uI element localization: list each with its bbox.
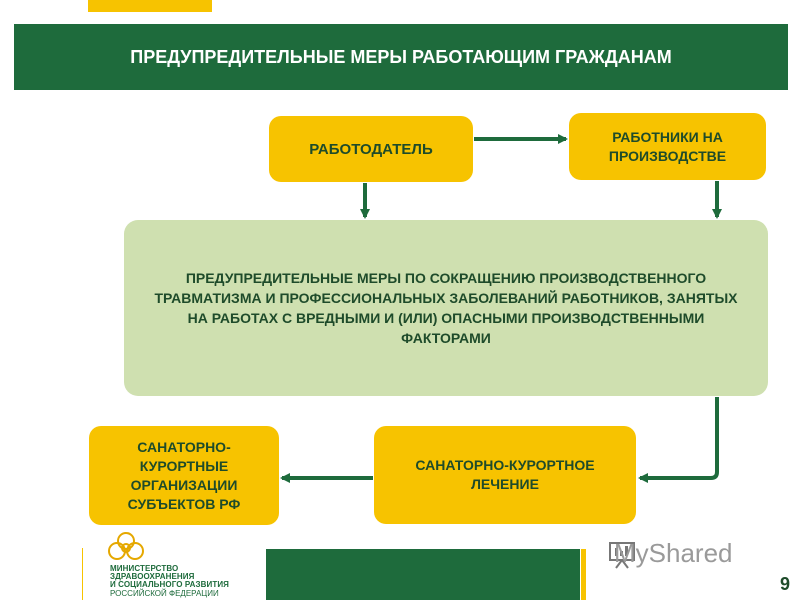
ministry-subtitle: РОССИЙСКОЙ ФЕДЕРАЦИИ (110, 589, 219, 598)
footer-divider (82, 548, 83, 600)
node-workers: РАБОТНИКИ НА ПРОИЗВОДСТВЕ (569, 113, 766, 180)
page-title: ПРЕДУПРЕДИТЕЛЬНЫЕ МЕРЫ РАБОТАЮЩИМ ГРАЖДА… (14, 24, 788, 90)
ministry-logo-icon (108, 532, 144, 560)
footer-green-block (266, 549, 580, 600)
presentation-board-icon (609, 542, 635, 569)
top-accent-bar (88, 0, 212, 12)
node-spa-treatment: САНАТОРНО-КУРОРТНОЕ ЛЕЧЕНИЕ (374, 426, 636, 524)
watermark-text: MyShared (614, 538, 733, 568)
node-preventive-measures: ПРЕДУПРЕДИТЕЛЬНЫЕ МЕРЫ ПО СОКРАЩЕНИЮ ПРО… (124, 220, 768, 396)
node-spa-organizations: САНАТОРНО-КУРОРТНЫЕ ОРГАНИЗАЦИИ СУБЪЕКТО… (89, 426, 279, 525)
footer-yellow-stripe (581, 549, 586, 600)
page-number: 9 (780, 574, 791, 594)
ministry-name: МИНИСТЕРСТВО ЗДРАВООХРАНЕНИЯ И СОЦИАЛЬНО… (110, 564, 230, 589)
node-employer: РАБОТОДАТЕЛЬ (269, 116, 473, 182)
arrow-measures-to-treatment (638, 397, 719, 483)
